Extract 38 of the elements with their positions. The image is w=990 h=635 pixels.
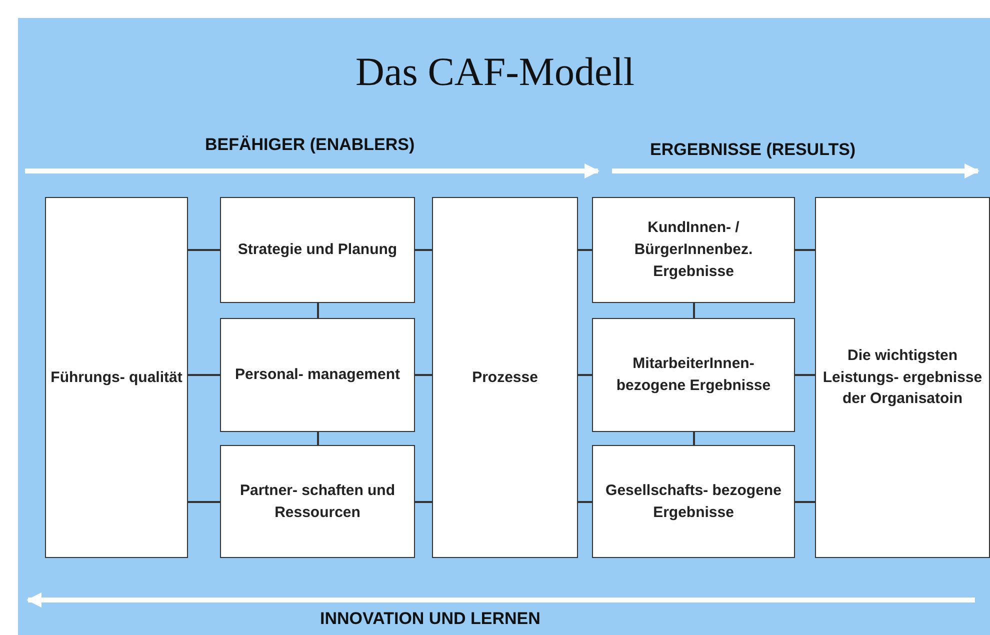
process-box <box>220 445 415 558</box>
connector-line <box>188 249 220 251</box>
node-text: Strategie und Planung <box>236 240 398 260</box>
node-text: MitarbeiterInnen- bezogene Ergebnisse <box>615 354 772 396</box>
connector-line <box>415 501 432 503</box>
connector-line <box>317 432 319 445</box>
node-text: Gesellschafts- bezogene Ergebnisse <box>604 480 782 522</box>
connector-line <box>693 432 695 445</box>
section-heading: BEFÄHIGER (ENABLERS) <box>205 135 415 155</box>
process-box <box>432 197 578 558</box>
node-text: Die wichtigsten Leistungs- ergebnisse der Organisatoin <box>822 346 984 410</box>
section-heading: ERGEBNISSE (RESULTS) <box>650 140 856 160</box>
connector-line <box>188 501 220 503</box>
connector-line <box>795 501 815 503</box>
connector-line <box>188 374 220 376</box>
process-box <box>45 197 188 558</box>
title: Das CAF-Modell <box>356 48 634 95</box>
connector-line <box>415 249 432 251</box>
process-box <box>592 197 795 303</box>
node-text: Führungs- qualität <box>50 368 184 388</box>
connector-line <box>578 374 592 376</box>
connector-line <box>795 374 815 376</box>
process-box <box>592 445 795 558</box>
process-box <box>220 318 415 432</box>
process-box <box>815 197 990 558</box>
connector-line <box>795 249 815 251</box>
node-text: Partner- schaften und Ressourcen <box>238 480 396 522</box>
process-box <box>592 318 795 432</box>
connector-line <box>693 303 695 318</box>
connector-line <box>578 249 592 251</box>
connector-line <box>317 303 319 318</box>
node-text: Personal- management <box>234 365 402 386</box>
connector-line <box>578 501 592 503</box>
process-box <box>220 197 415 303</box>
section-heading: INNOVATION UND LERNEN <box>320 609 540 629</box>
node-text: KundInnen- / BürgerInnenbez. Ergebnisse <box>633 218 754 282</box>
node-text: Prozesse <box>471 368 539 388</box>
connector-line <box>415 374 432 376</box>
